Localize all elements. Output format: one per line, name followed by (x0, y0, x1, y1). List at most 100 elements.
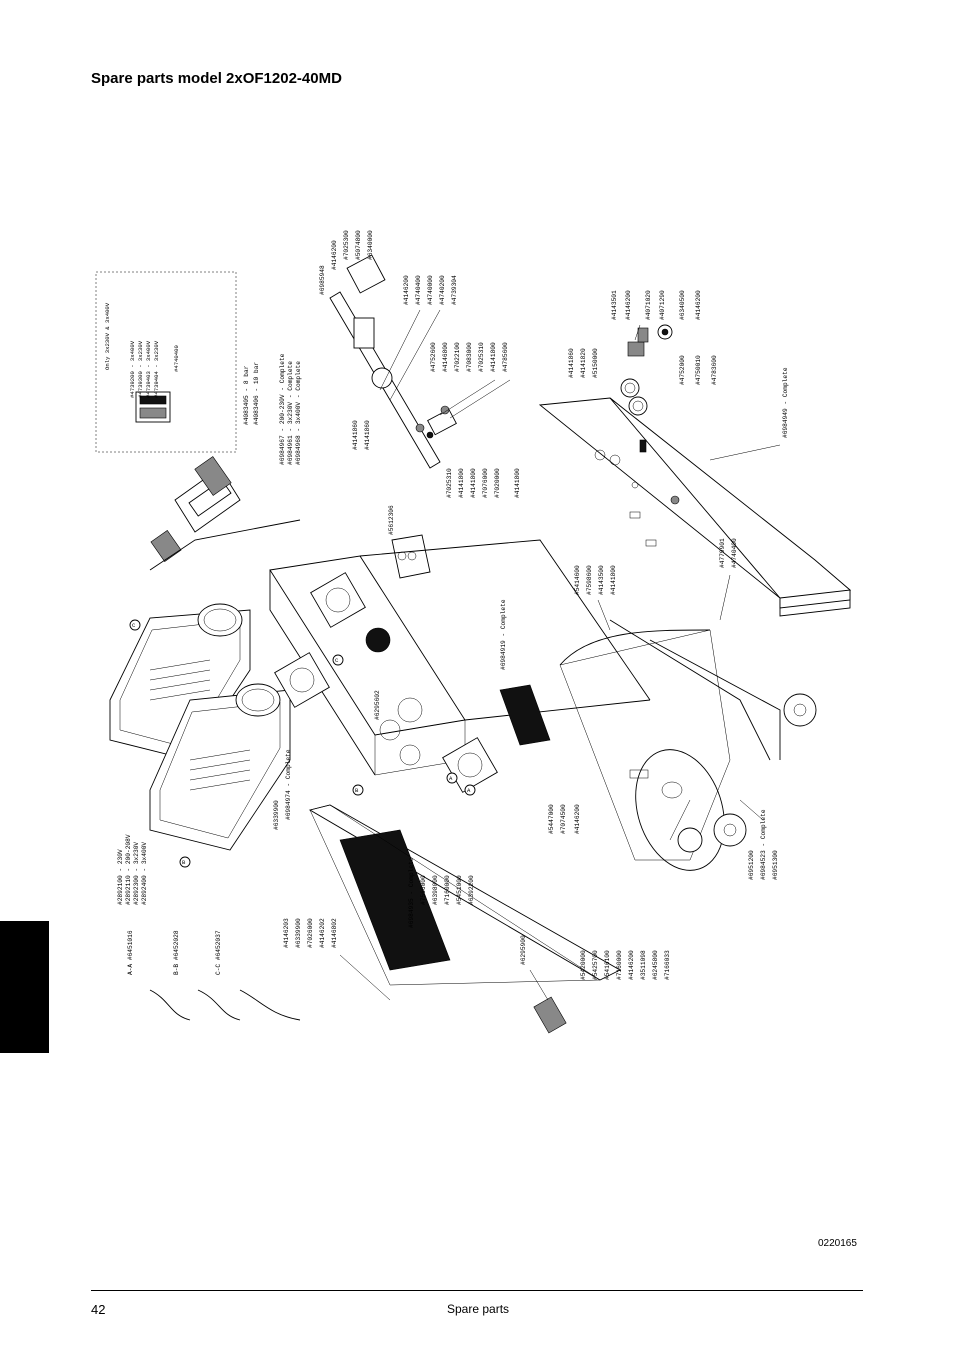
inset-component (135, 391, 171, 423)
part-reg-5: #6340500 (679, 290, 686, 320)
part-top-2: #4146200 (331, 240, 338, 270)
part-grille-4: #5451000 (456, 875, 463, 905)
part-valve-3: #7022100 (454, 342, 461, 372)
part-wheel-1: #6951200 (748, 850, 755, 880)
part-motor: #6339900 (273, 800, 280, 830)
part-voltage-2: #2892110 - 200-208V (125, 834, 132, 905)
figure-id: 0220165 (818, 1238, 857, 1249)
part-leftfit-2: #6339900 (295, 918, 302, 948)
part-reg-4: #4071290 (659, 290, 666, 320)
part-cooler-2: #7074500 (560, 804, 567, 834)
part-tankbottom-3: #5416100 (604, 950, 611, 980)
part-voltage-4: #2892400 - 3x400V (141, 842, 148, 905)
leader-lines (339, 309, 781, 1001)
footer-section: Spare parts (447, 1302, 510, 1316)
part-tankvalve-2: #7598600 (586, 565, 593, 595)
part-frame-complete: #6984919 - Complete (500, 599, 507, 670)
top-bar-assembly (329, 254, 457, 469)
chapter-tab (0, 921, 49, 1053)
page-title: Spare parts model 2xOF1202-40MD (91, 70, 342, 87)
part-upper-left-1: #4141860 (352, 420, 359, 450)
gauge-cluster (620, 324, 673, 416)
part-top-5: #6340000 (367, 230, 374, 260)
part-panel-1: #4752000 (679, 355, 686, 385)
part-leftfit-5: #4146802 (331, 918, 338, 948)
inset-part-5: #4740400 (173, 345, 180, 372)
part-leftfit-1: #4146203 (283, 918, 290, 948)
part-drain: #6295900 (520, 935, 527, 965)
part-complete-3: #6984968 - 3x400V - Complete (295, 361, 302, 465)
part-motor-complete: #6984974 - Complete (285, 749, 292, 820)
part-tankbottom-5: #4146200 (628, 950, 635, 980)
part-tankside-1: #4779901 (719, 538, 726, 568)
part-valve-6: #4141800 (490, 342, 497, 372)
part-complete-2: #6984961 - 3x230V - Complete (287, 361, 294, 465)
part-midvalve-4: #7076000 (482, 468, 489, 498)
part-grille-5: #6392200 (468, 875, 475, 905)
part-midvalve-1: #7025310 (446, 468, 453, 498)
marker-c1: C (132, 622, 136, 629)
part-midvalve-2: #4141800 (458, 468, 465, 498)
grille-panel (308, 804, 621, 986)
part-switch: #5612306 (388, 505, 395, 535)
part-pressure-1: #4083405 - 8 bar (243, 365, 250, 425)
part-gauge-2: #4141820 (580, 348, 587, 378)
part-reg-3: #4071020 (645, 290, 652, 320)
inset-part-2: #4739300 - 3x230V (137, 340, 144, 398)
part-tankvalve-4: #4141800 (610, 565, 617, 595)
part-top2-5: #4739304 (451, 275, 458, 305)
inset-part-1: #4739200 - 3x400V (129, 340, 136, 398)
part-filter: #6295602 (374, 690, 381, 720)
part-hose-3: C-C #6452037 (215, 930, 222, 975)
exploded-parts-diagram: Only 3x230V & 3x400V #4739200 - 3x400V #… (90, 200, 880, 1040)
part-tankvalve-3: #4143500 (598, 565, 605, 595)
part-cooler-1: #5447000 (548, 804, 555, 834)
hoses (149, 989, 301, 1021)
part-grille-2: #6398000 (432, 875, 439, 905)
air-tank (559, 619, 781, 871)
part-tankbottom-8: #7166033 (664, 950, 671, 980)
part-top2-4: #4740200 (439, 275, 446, 305)
fan-housing (274, 572, 498, 793)
part-voltage-1: #2892100 - 230V (117, 849, 124, 905)
part-upper-left-2: #4141860 (364, 420, 371, 450)
part-valve-4: #7083000 (466, 342, 473, 372)
part-tankbottom-7: #6245800 (652, 950, 659, 980)
part-midvalve-5: #7020000 (494, 468, 501, 498)
part-tankbottom-2: #5425700 (592, 950, 599, 980)
part-leftfit-3: #7026000 (307, 918, 314, 948)
part-tankside-2: #4740400 (731, 538, 738, 568)
part-top2-2: #4740400 (415, 275, 422, 305)
marker-a1: A (449, 775, 453, 782)
part-leftfit-4: #4146202 (319, 918, 326, 948)
part-reg-2: #4146200 (625, 290, 632, 320)
part-top-3: #7025300 (343, 230, 350, 260)
part-midvalve-3: #4141800 (470, 468, 477, 498)
part-cooler-3: #4146200 (574, 804, 581, 834)
part-valve-1: #4752600 (430, 342, 437, 372)
part-valve-5: #7025310 (478, 342, 485, 372)
page-number: 42 (91, 1302, 106, 1317)
wheels (677, 693, 817, 853)
part-reg-6: #4146200 (695, 290, 702, 320)
part-gauge-3: #5150000 (592, 348, 599, 378)
diagram-canvas: Only 3x230V & 3x400V #4739200 - 3x400V #… (95, 230, 852, 1034)
part-grille-3: #7160000 (444, 875, 451, 905)
marker-c2: C (335, 657, 339, 664)
part-panel-complete: #6984949 - Complete (782, 367, 789, 438)
part-tankbottom-4: #7160000 (616, 950, 623, 980)
marker-b1: B (182, 859, 186, 866)
part-grille-1: #7566000 (420, 875, 427, 905)
part-top-4: #5074800 (355, 230, 362, 260)
inset-title: Only 3x230V & 3x400V (104, 302, 111, 370)
motor-unit-lower (149, 683, 291, 851)
part-gauge-1: #4141860 (568, 348, 575, 378)
part-top-1: #6985948 (319, 265, 326, 295)
cooler-block (499, 684, 551, 746)
part-voltage-3: #2892300 - 3x230V (133, 842, 140, 905)
inset-box (95, 271, 237, 453)
part-grille-complete: #6984935 - Complete (408, 857, 415, 928)
part-tankbottom-1: #5420000 (580, 950, 587, 980)
part-midvalve-6: #4141800 (514, 468, 521, 498)
part-top2-1: #4146200 (403, 275, 410, 305)
